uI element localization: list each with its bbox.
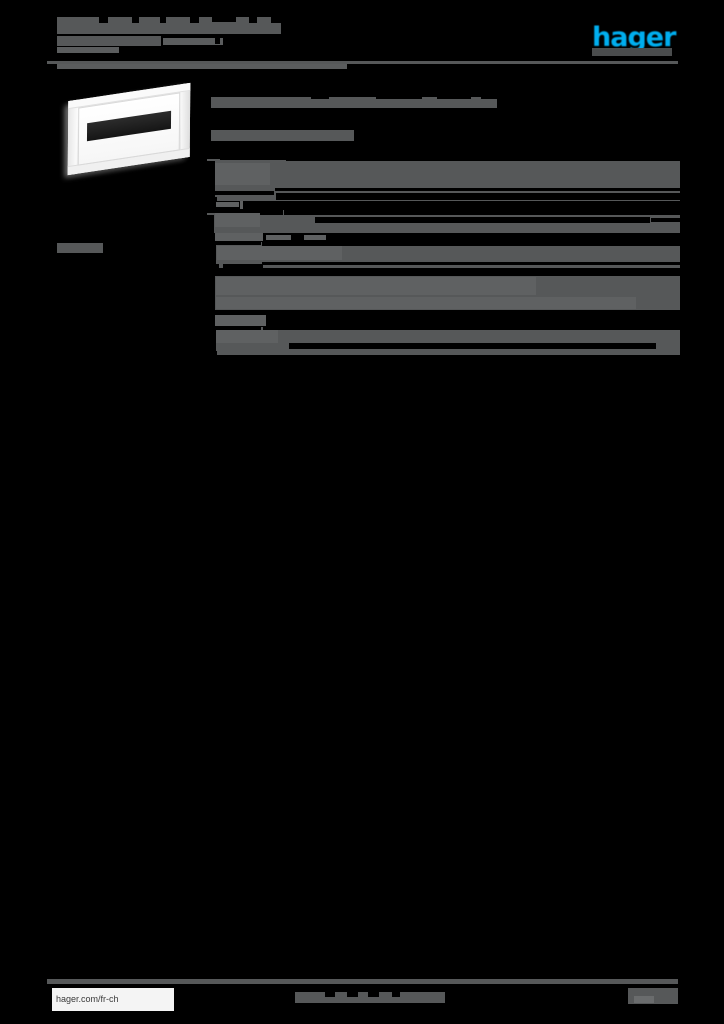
footer-center-text xyxy=(295,992,445,1003)
header-divider-accent xyxy=(57,64,347,69)
footer-text-gap xyxy=(347,992,358,997)
page-subtitle xyxy=(57,36,161,46)
page-subtitle-continuation xyxy=(163,38,223,45)
footer-page-number xyxy=(634,996,654,1003)
table-row xyxy=(207,327,680,355)
page-subtitle-small xyxy=(57,47,119,53)
intro-heading-gap xyxy=(437,91,471,99)
table-row xyxy=(207,242,680,268)
footer-text-gap xyxy=(392,992,400,997)
title-glyph-gap xyxy=(132,17,139,23)
footer-divider xyxy=(47,979,678,984)
intro-heading-gap xyxy=(376,91,422,99)
enclosure-device-slot xyxy=(86,110,172,142)
page-header: hager xyxy=(0,0,724,70)
title-glyph-gap xyxy=(212,17,236,22)
footer-website-link[interactable]: hager.com/fr-ch xyxy=(52,988,174,1011)
table-row xyxy=(207,273,680,313)
hager-logo-underline xyxy=(592,48,672,56)
product-image xyxy=(60,82,195,178)
table-row-separator xyxy=(207,233,680,242)
title-glyph-gap xyxy=(160,17,166,23)
table-row-separator xyxy=(207,201,680,210)
header-divider xyxy=(47,61,678,64)
title-glyph-gap xyxy=(99,17,108,23)
title-glyph-gap xyxy=(249,17,257,23)
title-glyph-gap xyxy=(190,17,199,23)
intro-heading-gap xyxy=(311,91,329,99)
footer-text-gap xyxy=(368,992,379,997)
table-row xyxy=(207,157,680,201)
subtitle-glyph-gap xyxy=(215,38,220,44)
intro-heading-gap xyxy=(481,91,497,99)
table-row xyxy=(207,210,680,233)
product-image-caption xyxy=(57,243,103,253)
section-subtitle xyxy=(211,130,354,141)
title-glyph-gap xyxy=(271,17,281,23)
intro-heading xyxy=(211,97,497,108)
page-title xyxy=(57,17,281,34)
table-row-separator xyxy=(207,313,680,327)
specification-table xyxy=(207,157,680,355)
footer-text-gap xyxy=(325,992,335,997)
enclosure-body xyxy=(67,82,191,176)
hager-logo: hager xyxy=(592,22,676,53)
